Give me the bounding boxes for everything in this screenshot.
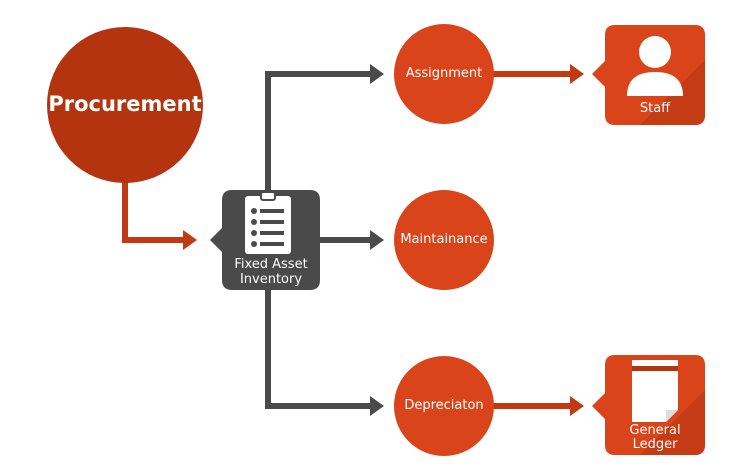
connectors [122, 64, 584, 416]
maintenance-node [394, 190, 494, 290]
arrowhead-inventory-maintenance [370, 230, 384, 250]
inventory-node [210, 190, 320, 290]
arrowhead-assignment-staff [570, 64, 584, 84]
clipboard-list-icon [245, 191, 291, 254]
arrowhead-procurement-inventory [183, 230, 197, 250]
connector-inventory-assignment [265, 71, 372, 190]
assignment-node [394, 24, 494, 124]
connector-procurement-inventory [122, 180, 185, 243]
arrowhead-inventory-depreciation [370, 396, 384, 416]
ledger-node [592, 355, 705, 455]
procurement-node [47, 27, 203, 183]
depreciation-node [394, 356, 494, 456]
user-icon [627, 36, 683, 96]
arrowhead-depreciation-ledger [570, 396, 584, 416]
arrowhead-inventory-assignment [370, 64, 384, 84]
staff-node [592, 25, 705, 125]
document-icon [632, 360, 678, 422]
connector-inventory-depreciation [265, 290, 372, 409]
